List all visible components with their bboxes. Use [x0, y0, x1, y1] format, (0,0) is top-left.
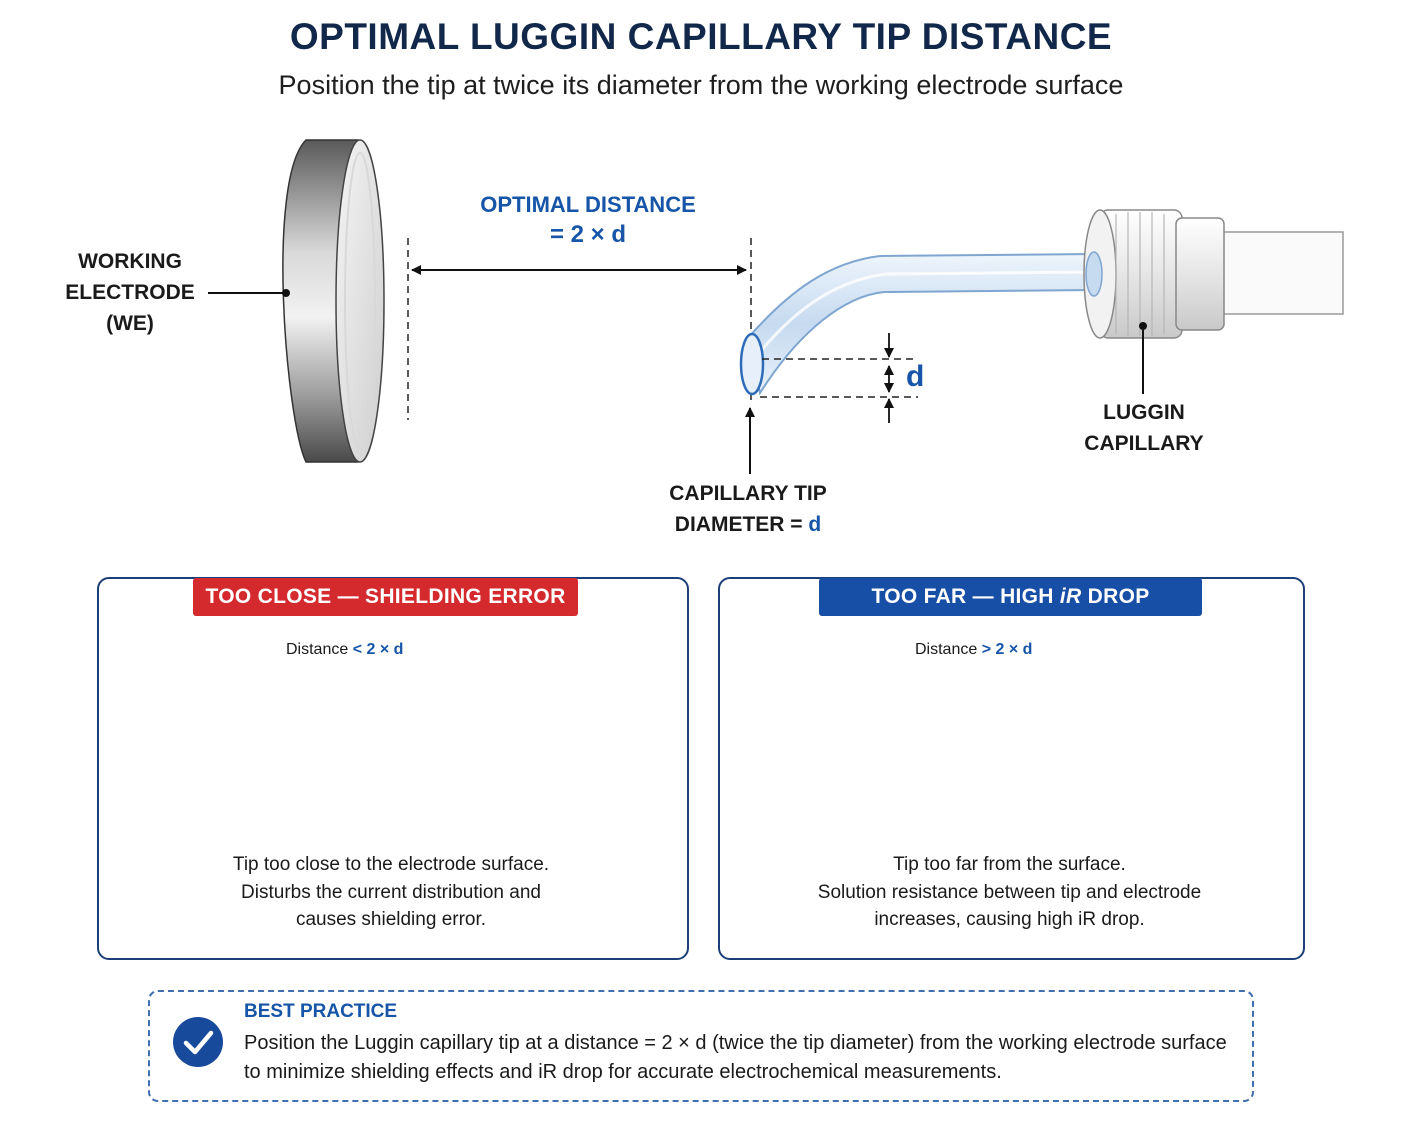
luggin-capillary-label: LUGGIN CAPILLARY — [1064, 397, 1224, 459]
luggin-pointer-dot — [1139, 322, 1147, 330]
we-label-line-1: WORKING — [78, 250, 182, 273]
optimal-distance-label: OPTIMAL DISTANCE — [480, 192, 696, 217]
best-practice-title: BEST PRACTICE — [244, 1001, 398, 1022]
page-title: OPTIMAL LUGGIN CAPILLARY TIP DISTANCE — [289, 16, 1113, 57]
too-far-distance-label: Distance > 2 × d — [915, 641, 1032, 659]
too-close-badge: TOO CLOSE — SHIELDING ERROR — [193, 578, 578, 616]
working-electrode-disc — [282, 139, 385, 463]
page-subtitle: Position the tip at twice its diameter f… — [278, 70, 1124, 100]
too-far-distance-prefix: Distance — [915, 641, 978, 658]
too-close-desc-line-2: Disturbs the current distribution and — [241, 881, 541, 903]
too-far-desc-line-3: increases, causing high iR drop. — [874, 909, 1145, 930]
we-label-line-3: (WE) — [106, 312, 154, 335]
capillary-tip-label: CAPILLARY TIP DIAMETER = d — [648, 478, 848, 540]
luggin-label-line-2: CAPILLARY — [1084, 432, 1204, 455]
too-far-badge-italic: iR — [1059, 585, 1082, 608]
too-close-distance-value: < 2 × d — [352, 641, 404, 658]
we-label-line-2: ELECTRODE — [65, 281, 195, 304]
too-far-distance-value: > 2 × d — [981, 641, 1033, 658]
too-far-badge-text-1: TOO FAR — HIGH — [871, 585, 1060, 608]
luggin-capillary — [739, 209, 1344, 396]
optimal-distance-formula: = 2 × d — [549, 221, 627, 248]
too-close-distance-label: Distance < 2 × d — [286, 641, 403, 659]
best-practice-box — [148, 990, 1254, 1102]
tip-diameter-dimension — [760, 333, 918, 423]
check-circle-icon — [173, 1017, 223, 1067]
tip-label-line-1: CAPILLARY TIP — [669, 482, 827, 505]
best-practice-text: Position the Luggin capillary tip at a d… — [244, 1032, 1227, 1083]
too-far-description: Tip too far from the surface. Solution r… — [720, 851, 1299, 934]
working-electrode-label: WORKING ELECTRODE (WE) — [50, 246, 210, 339]
luggin-label-line-1: LUGGIN — [1103, 401, 1185, 424]
too-far-badge: TOO FAR — HIGH iR DROP — [819, 578, 1202, 616]
too-close-distance-prefix: Distance — [286, 641, 349, 658]
too-close-panel — [97, 577, 689, 960]
too-close-desc-line-1: Tip too close to the electrode surface. — [232, 854, 550, 875]
tip-label-d: d — [808, 513, 822, 536]
d-dimension-label: d — [906, 360, 925, 393]
too-close-description: Tip too close to the electrode surface. … — [99, 851, 683, 934]
too-far-desc-line-2: Solution resistance between tip and elec… — [817, 881, 1202, 903]
too-far-badge-text-2: DROP — [1081, 585, 1150, 608]
too-far-desc-line-1: Tip too far from the surface. — [893, 854, 1126, 875]
tip-label-line-2: DIAMETER = — [674, 513, 803, 536]
we-pointer-dot — [282, 289, 290, 297]
too-close-desc-line-3: causes shielding error. — [295, 909, 487, 930]
